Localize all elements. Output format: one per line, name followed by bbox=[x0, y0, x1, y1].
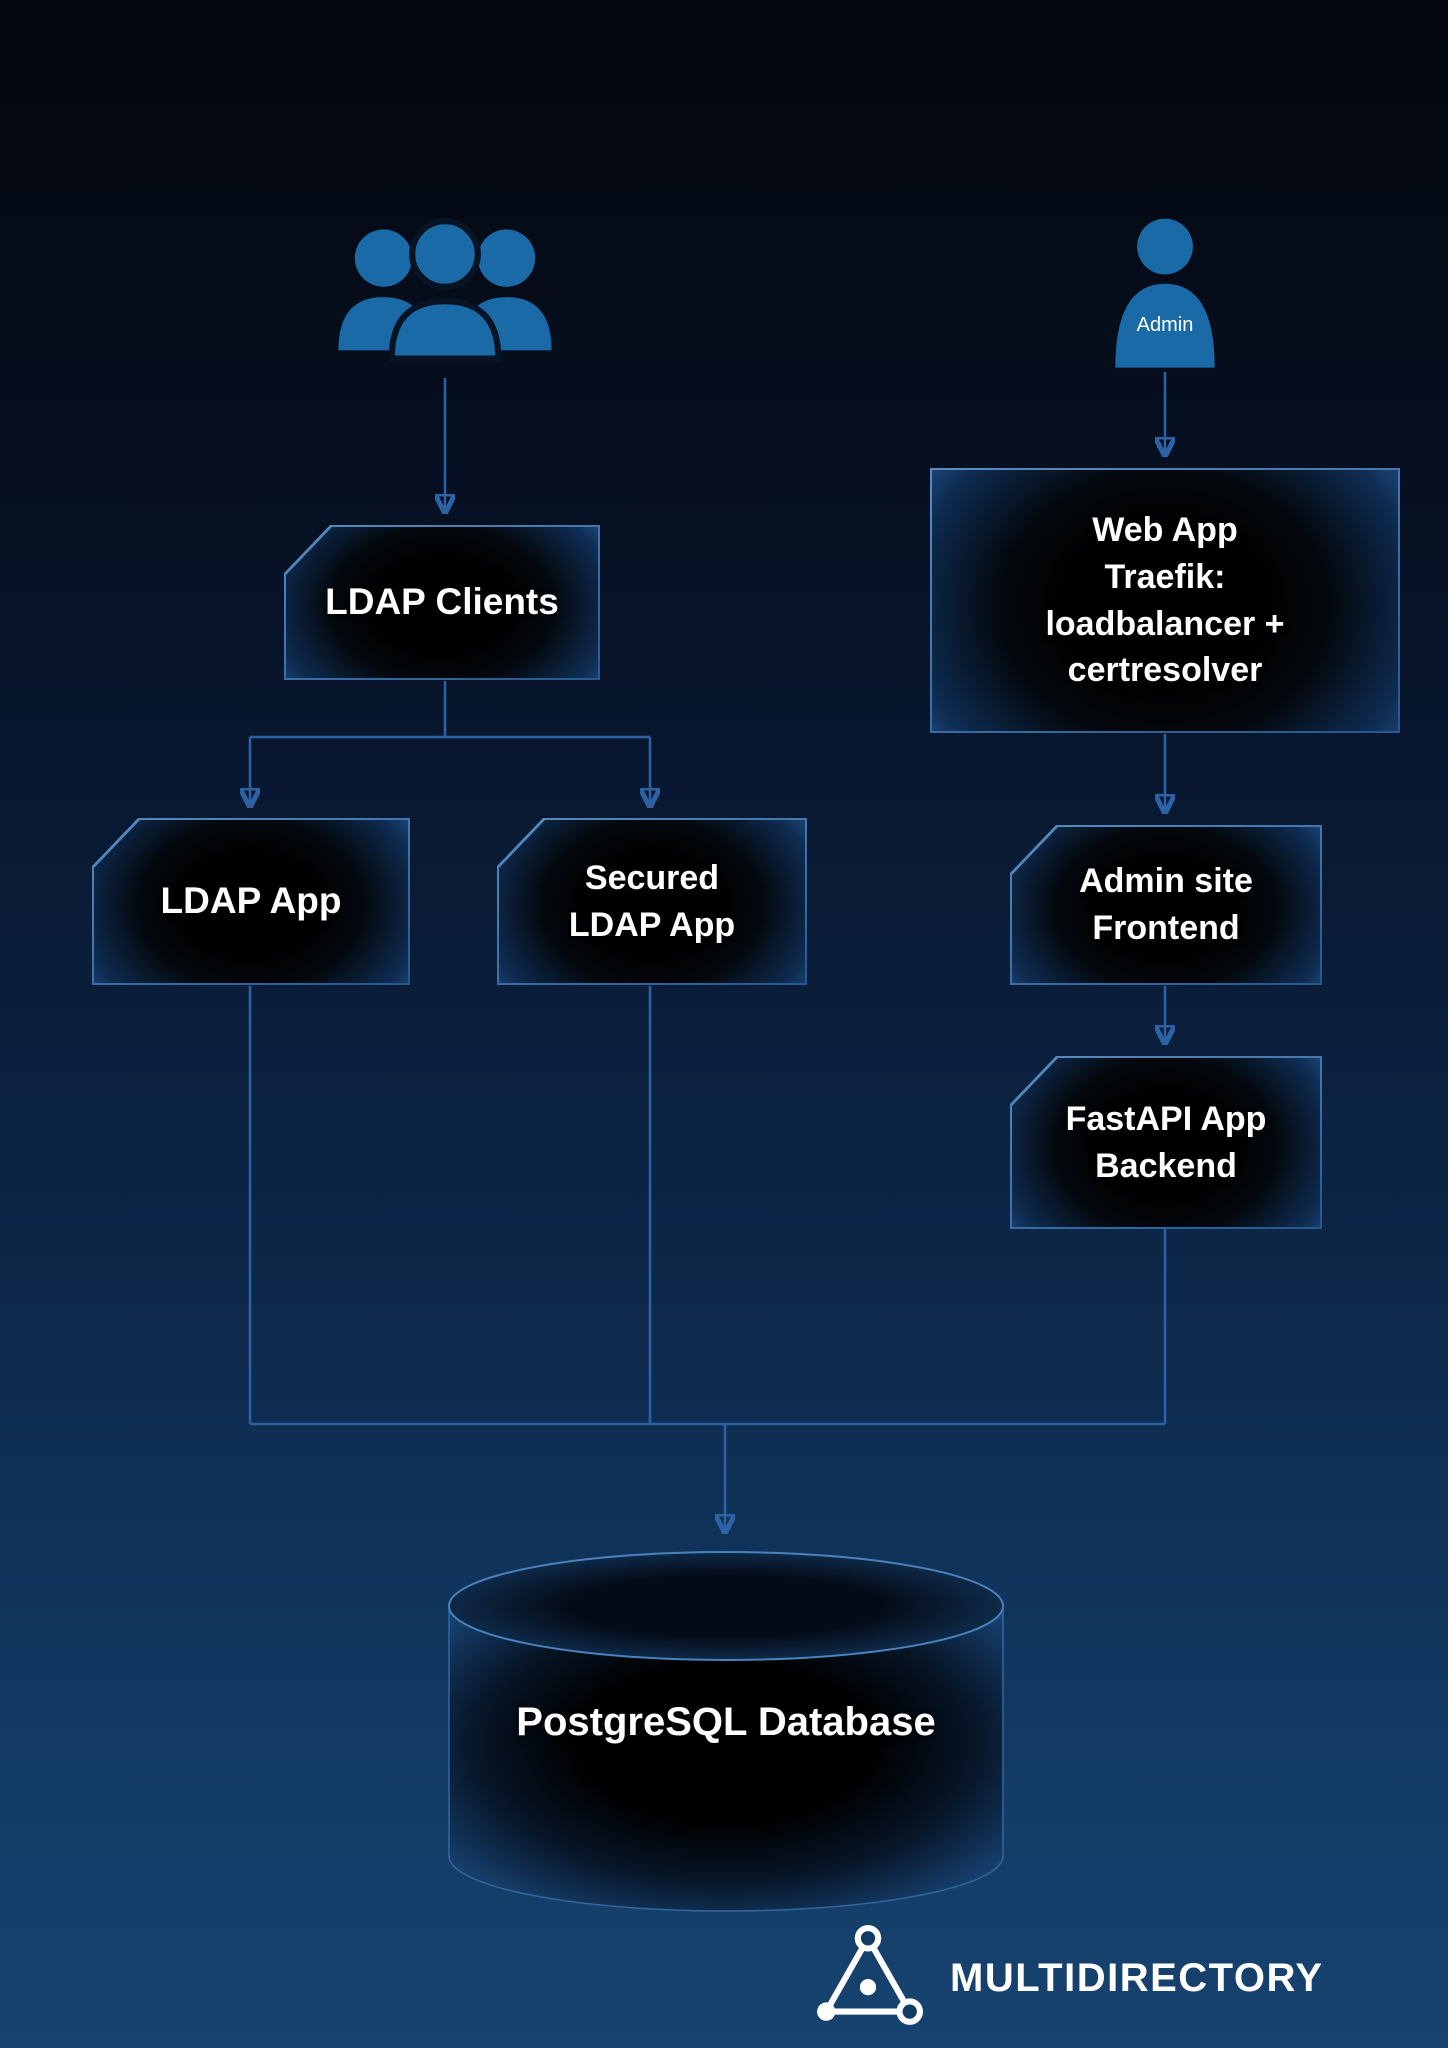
admin-user-icon-svg bbox=[1115, 218, 1215, 368]
node-label-line: Admin site bbox=[1079, 862, 1253, 901]
node-label-line: FastAPI App bbox=[1065, 1099, 1267, 1138]
node-label-line: LDAP App bbox=[568, 905, 736, 944]
node-label-line: Traefik: bbox=[1104, 557, 1226, 596]
node-label-line: loadbalancer + bbox=[1045, 604, 1285, 643]
node-label-line: Backend bbox=[1095, 1146, 1237, 1185]
node-label-line: Frontend bbox=[1092, 909, 1240, 947]
node-secured-ldap-app: Secured LDAP App bbox=[497, 818, 807, 985]
node-label-line: Secured bbox=[584, 858, 720, 897]
node-fastapi-backend: FastAPI App Backend bbox=[1010, 1056, 1322, 1229]
node-label-line: Web App bbox=[1092, 510, 1238, 549]
node-admin-site-frontend: Admin site Frontend bbox=[1010, 825, 1322, 985]
node-web-app-traefik: Web App Traefik: loadbalancer + certreso… bbox=[930, 468, 1400, 733]
node-ldap-clients: LDAP Clients bbox=[284, 525, 600, 680]
node-label: LDAP App bbox=[160, 880, 342, 922]
node-label: LDAP Clients bbox=[325, 581, 559, 623]
users-group-icon bbox=[322, 215, 568, 373]
triangle-nodes-icon bbox=[817, 1925, 923, 2025]
database-cylinder-icon bbox=[448, 1551, 1004, 1912]
node-label-line: certresolver bbox=[1067, 651, 1263, 690]
admin-user-icon: Admin bbox=[1106, 212, 1224, 368]
node-postgresql-database: PostgreSQL Database bbox=[446, 1548, 1006, 1916]
postgresql-database-label: PostgreSQL Database bbox=[516, 1700, 936, 1744]
logo-text: MULTIDIRECTORY bbox=[950, 1955, 1324, 2000]
admin-label: Admin bbox=[1136, 314, 1194, 336]
users-group-icon-svg bbox=[338, 218, 552, 362]
multidirectory-logo: MULTIDIRECTORY bbox=[812, 1922, 1324, 2034]
node-ldap-app: LDAP App bbox=[92, 818, 410, 985]
